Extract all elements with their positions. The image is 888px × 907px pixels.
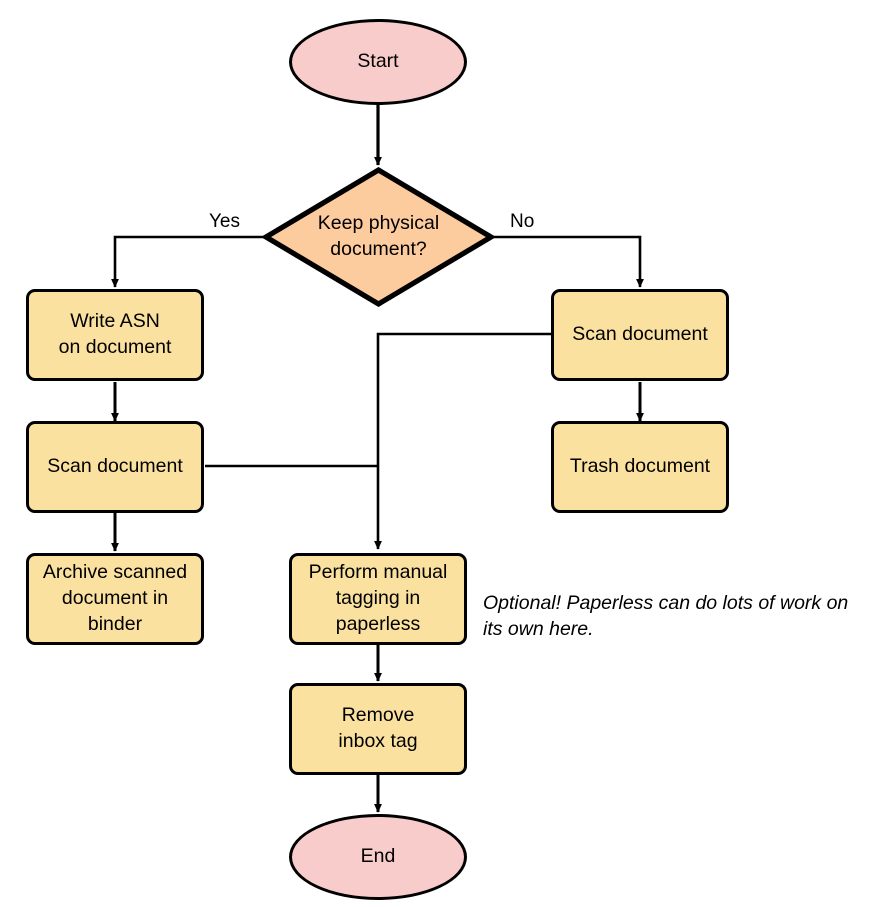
edge-label-no: No	[510, 211, 535, 232]
node-perform-manual-tagging[interactable]: Perform manual tagging in paperless	[289, 553, 467, 645]
node-start-label: Start	[357, 50, 399, 73]
node-start[interactable]: Start	[289, 19, 467, 105]
edge-label-yes: Yes	[209, 211, 240, 232]
annotation-optional-note: Optional! Paperless can do lots of work …	[483, 592, 849, 640]
node-keep-physical-document-decision[interactable]: Keep physical document?	[263, 167, 494, 307]
node-archive-label: Archive scanned document in binder	[42, 561, 188, 635]
node-write-asn-label: Write ASN on document	[58, 310, 172, 358]
node-scan-document-left-label: Scan document	[47, 455, 183, 478]
node-end-label: End	[360, 845, 396, 868]
node-remove-inbox-tag-label: Remove inbox tag	[338, 704, 418, 752]
edge-scan-right-to-tagging	[374, 332, 551, 550]
node-trash-document-label: Trash document	[569, 455, 711, 478]
node-tagging-label: Perform manual tagging in paperless	[308, 561, 448, 635]
node-remove-inbox-tag[interactable]: Remove inbox tag	[289, 683, 467, 775]
node-scan-document-right[interactable]: Scan document	[551, 289, 729, 381]
edge-decision-no-to-scan-right	[491, 235, 644, 288]
node-trash-document[interactable]: Trash document	[551, 421, 729, 513]
node-scan-document-left[interactable]: Scan document	[26, 421, 204, 513]
diamond-shape	[263, 167, 494, 307]
edge-decision-yes-to-write-asn	[111, 235, 265, 288]
node-write-asn-on-document[interactable]: Write ASN on document	[26, 289, 204, 381]
node-decision-label: Keep physical document?	[317, 212, 440, 260]
node-archive-scanned-document[interactable]: Archive scanned document in binder	[26, 553, 204, 645]
node-end[interactable]: End	[289, 814, 467, 900]
node-scan-document-right-label: Scan document	[572, 323, 708, 346]
